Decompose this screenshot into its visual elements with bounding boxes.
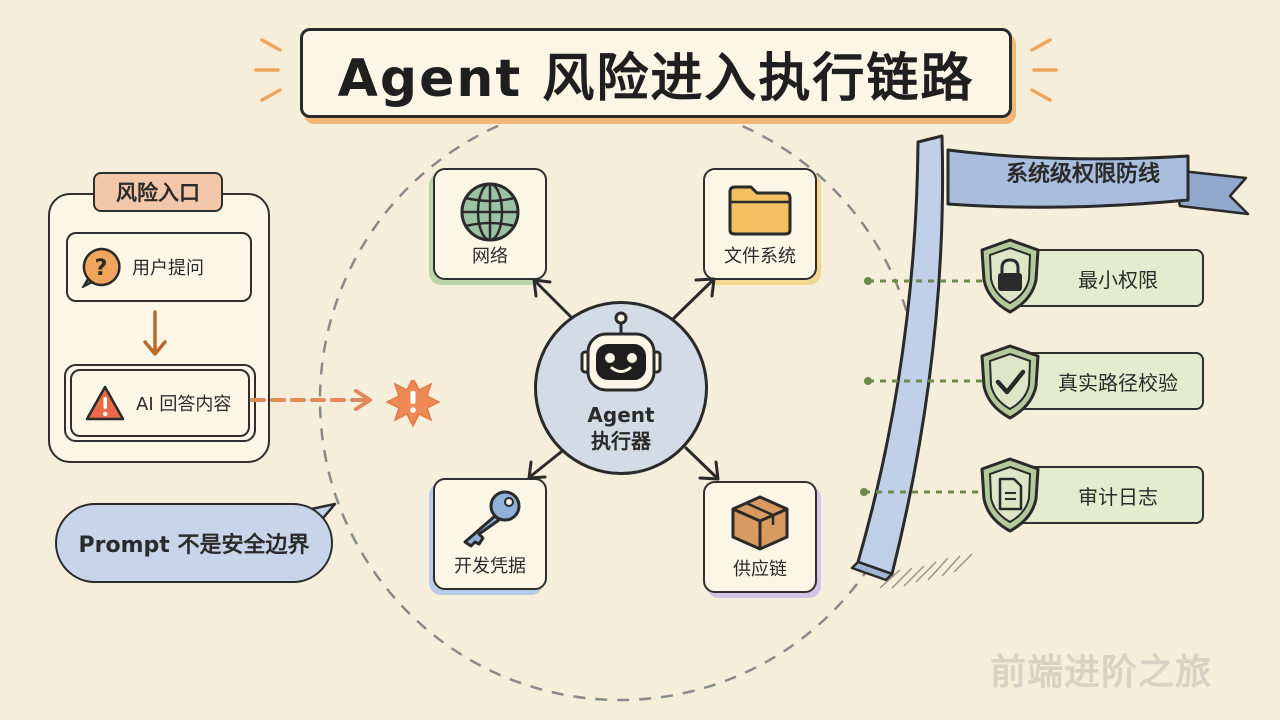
target-filesystem: 文件系统 — [703, 168, 817, 280]
key-icon — [463, 490, 521, 548]
risk-item-label: 用户提问 — [132, 258, 204, 279]
callout-bubble: Prompt 不是安全边界 — [55, 503, 333, 583]
page-title: Agent 风险进入执行链路 — [337, 48, 975, 109]
risk-injection-arrow — [250, 380, 441, 428]
robot-icon — [580, 311, 662, 392]
warning-icon — [85, 385, 125, 421]
defense-banner-ribbon — [946, 148, 1250, 216]
defense-banner-title: 系统级权限防线 — [1005, 162, 1160, 187]
target-network: 网络 — [433, 168, 547, 280]
lock-icon — [980, 238, 1040, 314]
package-icon — [731, 495, 789, 551]
defense-item-label: 真实路径校验 — [1058, 370, 1178, 395]
title-box: Agent 风险进入执行链路 — [300, 28, 1012, 118]
target-label: 文件系统 — [724, 246, 796, 267]
defense-item-label: 最小权限 — [1078, 267, 1158, 292]
check-icon — [980, 344, 1040, 420]
question-icon: ? — [81, 247, 121, 288]
folder-icon — [728, 185, 792, 236]
target-supply-chain: 供应链 — [703, 481, 817, 593]
agent-label-line2: 执行器 — [591, 429, 651, 453]
agent-label: Agent 执行器 — [534, 402, 708, 454]
svg-text:?: ? — [95, 256, 108, 281]
target-label: 供应链 — [733, 559, 787, 580]
risk-entry-tag: 风险入口 — [93, 172, 223, 212]
defense-wall — [850, 134, 973, 589]
document-icon — [980, 457, 1040, 533]
watermark: 前端进阶之旅 — [990, 652, 1213, 693]
target-credentials: 开发凭据 — [433, 478, 547, 590]
globe-icon — [460, 182, 520, 242]
alert-burst-icon — [385, 380, 441, 428]
target-label: 开发凭据 — [454, 556, 526, 577]
target-label: 网络 — [472, 246, 508, 267]
risk-flow-arrow — [143, 310, 167, 356]
defense-item-label: 审计日志 — [1078, 484, 1158, 509]
risk-item-ai-answer: AI 回答内容 — [70, 369, 250, 437]
risk-item-label: AI 回答内容 — [136, 394, 232, 415]
risk-item-user-question: ? 用户提问 — [66, 232, 252, 302]
agent-label-line1: Agent — [587, 403, 655, 427]
